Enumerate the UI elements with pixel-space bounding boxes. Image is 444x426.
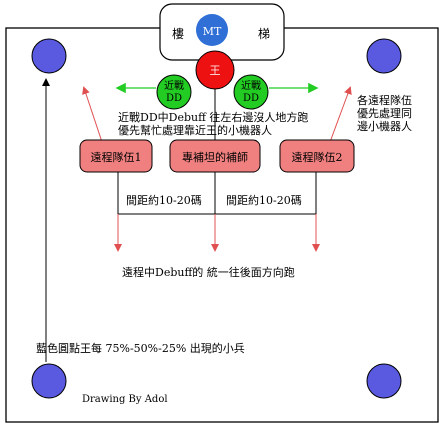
- ranged-note-line1: 各遠程隊伍: [357, 93, 412, 107]
- melee-dd-right-label-line2: DD: [243, 93, 259, 104]
- credit-text: Drawing By Adol: [82, 394, 168, 405]
- add-circle-bottom-right: [366, 363, 402, 399]
- adds-note: 藍色圓點王每 75%-50%-25% 出現的小兵: [36, 341, 245, 355]
- boss-label: 王: [210, 64, 221, 77]
- mt-circle: [196, 14, 228, 46]
- group-ranged-1: [79, 139, 153, 173]
- melee-dd-left-label-line1: 近戰: [164, 79, 184, 92]
- stairs-left-char: 樓: [172, 26, 184, 41]
- distance-label-left: 間距約10-20碼: [126, 193, 202, 207]
- melee-dd-right-circle: [233, 74, 269, 110]
- melee-note-line2: 優先幫忙處理靠近王的小機器人: [118, 123, 272, 137]
- ranged-note-line3: 邊小機器人: [357, 119, 412, 133]
- add-circle-top-left: [31, 38, 67, 74]
- add-circle-bottom-left: [31, 363, 67, 399]
- melee-note-line1: 近戰DD中Debuff 往左右邊沒人地方跑: [118, 110, 308, 124]
- melee-dd-left-circle: [156, 74, 192, 110]
- group-ranged-2: [279, 139, 355, 173]
- mt-label: MT: [203, 25, 222, 38]
- ranged-debuff-note: 遠程中Debuff的 統一往後面方向跑: [122, 265, 295, 279]
- ranged-note-line2: 優先處理同: [357, 106, 412, 120]
- room-border: [5, 27, 439, 423]
- ranged2-to-add-arrow: [329, 86, 352, 143]
- ranged1-to-add-arrow: [82, 86, 103, 143]
- distance-label-right: 間距約10-20碼: [226, 193, 302, 207]
- melee-dd-right-label-line1: 近戰: [241, 79, 261, 92]
- group-ranged-2-label: 遠程隊伍2: [292, 150, 343, 164]
- melee-dd-left-label-line2: DD: [166, 93, 182, 104]
- add-circle-top-right: [366, 38, 402, 74]
- stairs-right-char: 梯: [258, 27, 270, 41]
- group-tank-healer-label: 專補坦的補師: [182, 150, 248, 164]
- group-ranged-1-label: 遠程隊伍1: [91, 150, 142, 164]
